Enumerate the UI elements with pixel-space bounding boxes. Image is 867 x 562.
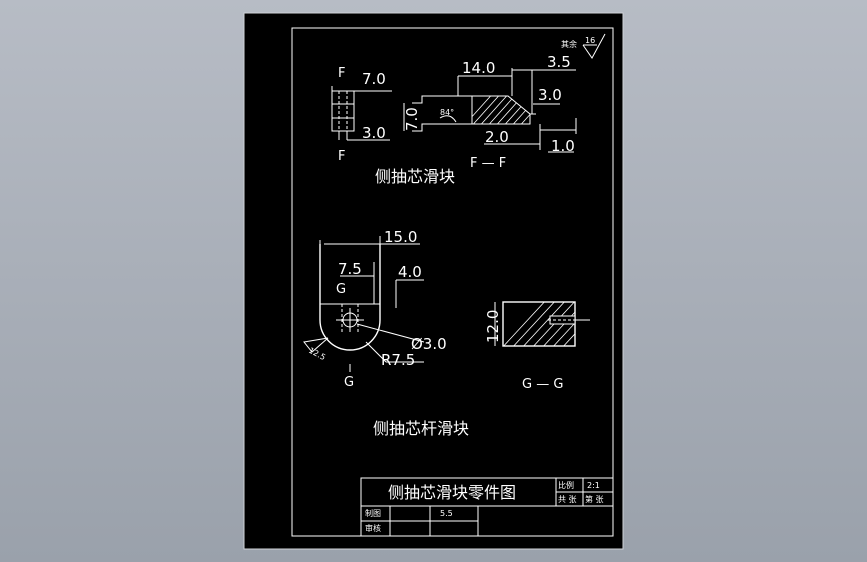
f-angle-dim: 84° <box>440 108 454 117</box>
g-radius-dim: R7.5 <box>381 351 415 369</box>
f-rightoff-dim: 3.5 <box>547 53 571 71</box>
g-holedia-dim: Ø3.0 <box>411 335 447 353</box>
roughness-note: 其余 <box>561 39 577 49</box>
sheet-number-label: 第 张 <box>585 494 604 504</box>
f-section-label: F — F <box>470 156 506 171</box>
title-block: 侧抽芯滑块零件图 比例 2:1 共 张 第 张 制图 审核 5.5 <box>360 477 614 537</box>
g-len-dim: 15.0 <box>384 228 417 246</box>
g-sideheight-dim: 12.0 <box>484 310 502 343</box>
scale-value: 2:1 <box>587 481 600 490</box>
paper <box>243 12 624 550</box>
part2-label: 侧抽芯杆滑块 <box>373 419 469 438</box>
f-step-dim: 3.0 <box>538 86 562 104</box>
g-holeoff-dim: 4.0 <box>398 263 422 281</box>
drawing-title: 侧抽芯滑块零件图 <box>388 483 516 502</box>
f-slot-dim: 3.0 <box>362 124 386 142</box>
scale-label: 比例 <box>558 480 574 490</box>
roughness-top-value: 16 <box>585 36 595 45</box>
f-height-dim: 7.0 <box>403 107 421 131</box>
f-section-view: 84° 14.0 3.5 3.0 7.0 2.0 1.0 F — F <box>403 53 577 171</box>
roughness-symbol: 其余 16 <box>561 33 606 59</box>
drawing-code: 5.5 <box>440 509 453 518</box>
f-bottom-dim: 2.0 <box>485 128 509 146</box>
f-top-label: F <box>338 66 345 81</box>
f-view: F F 7.0 3.0 <box>331 66 392 164</box>
g-half-dim: 7.5 <box>338 260 362 278</box>
g-view: 15.0 7.5 4.0 G G Ø3.0 R7.5 12.5 <box>303 228 447 390</box>
part1-label: 侧抽芯滑块 <box>375 167 455 186</box>
checked-by-label: 审核 <box>365 523 381 533</box>
f-tail-dim: 1.0 <box>551 137 575 155</box>
f-width-dim: 7.0 <box>362 70 386 88</box>
g-bottom-label: G <box>344 375 354 390</box>
g-top-label: G <box>336 282 346 297</box>
g-section-label: G — G <box>522 377 563 392</box>
f-bottom-label: F <box>338 149 345 164</box>
g-section-view: 12.0 G — G <box>484 301 590 392</box>
f-toplen-dim: 14.0 <box>462 59 495 77</box>
sheet-count-label: 共 张 <box>558 495 577 504</box>
drawn-by-label: 制图 <box>365 508 381 518</box>
